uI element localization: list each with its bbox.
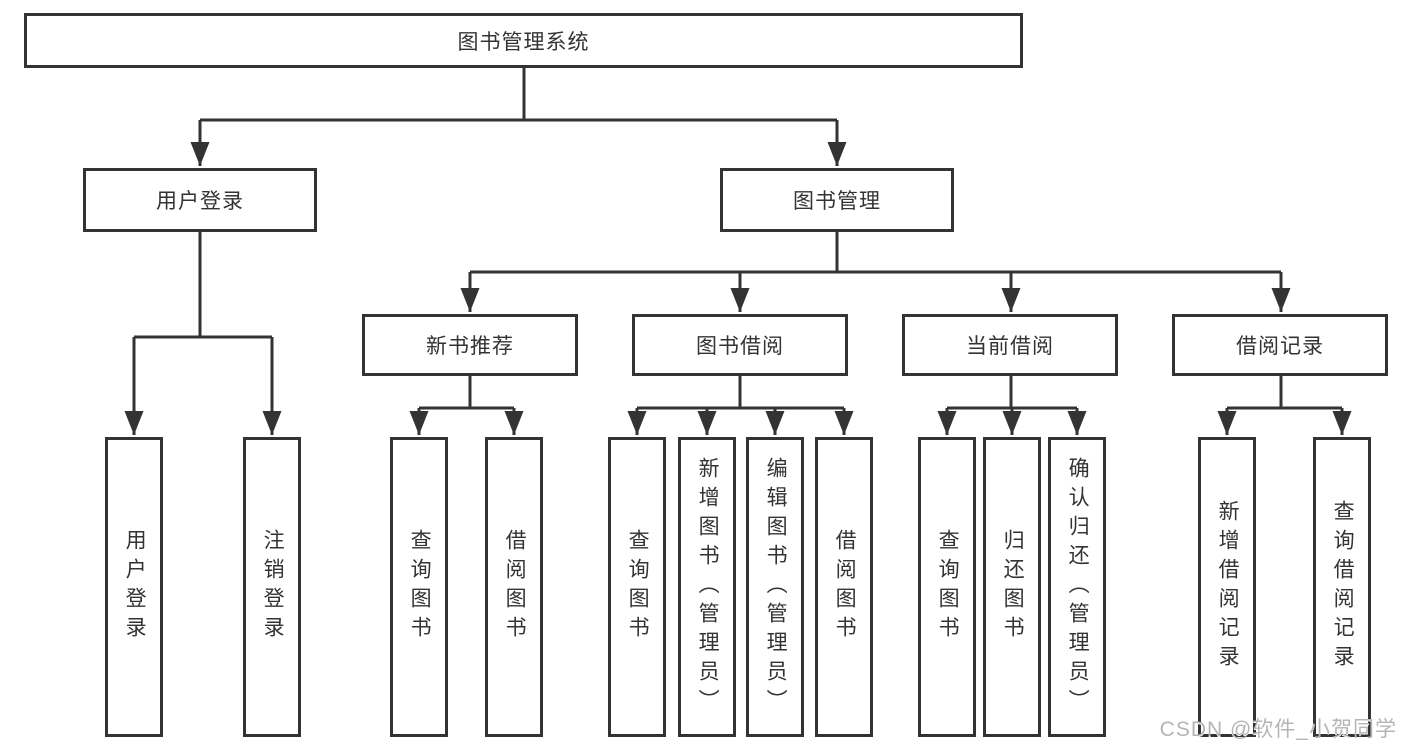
leaf-user-login: 用户登录 (105, 437, 163, 737)
leaf-logout: 注销登录 (243, 437, 301, 737)
leaf-confirm-return-admin-label: 确认归还（管理员） (1066, 456, 1090, 718)
node-user-login: 用户登录 (83, 168, 317, 232)
leaf-add-book-admin-label: 新增图书（管理员） (696, 456, 720, 718)
leaf-query-borrow-record-label: 查询借阅记录 (1331, 500, 1355, 674)
leaf-logout-label: 注销登录 (261, 529, 285, 645)
csdn-watermark: CSDN @软件_小贺同学 (1159, 718, 1397, 741)
leaf-add-borrow-record: 新增借阅记录 (1198, 437, 1256, 737)
leaf-add-book-admin: 新增图书（管理员） (678, 437, 736, 737)
node-current-borrowing: 当前借阅 (902, 314, 1118, 376)
leaf-add-borrow-record-label: 新增借阅记录 (1216, 500, 1240, 674)
leaf-user-login-label: 用户登录 (123, 529, 147, 645)
leaf-edit-book-admin-label: 编辑图书（管理员） (764, 456, 788, 718)
leaf-query-books-2-label: 查询图书 (626, 529, 650, 645)
leaf-query-books: 查询图书 (390, 437, 448, 737)
node-borrowing-records: 借阅记录 (1172, 314, 1388, 376)
leaf-return-book: 归还图书 (983, 437, 1041, 737)
leaf-query-borrow-record: 查询借阅记录 (1313, 437, 1371, 737)
node-library-management-system: 图书管理系统 (24, 13, 1023, 68)
leaf-borrow-books: 借阅图书 (485, 437, 543, 737)
leaf-edit-book-admin: 编辑图书（管理员） (746, 437, 804, 737)
node-book-borrowing: 图书借阅 (632, 314, 848, 376)
leaf-borrow-books-2-label: 借阅图书 (833, 529, 857, 645)
node-book-management: 图书管理 (720, 168, 954, 232)
leaf-query-books-2: 查询图书 (608, 437, 666, 737)
leaf-borrow-books-2: 借阅图书 (815, 437, 873, 737)
leaf-borrow-books-label: 借阅图书 (503, 529, 527, 645)
leaf-query-books-3-label: 查询图书 (936, 529, 960, 645)
node-new-book-recommendation: 新书推荐 (362, 314, 578, 376)
leaf-query-books-label: 查询图书 (408, 529, 432, 645)
leaf-return-book-label: 归还图书 (1001, 529, 1025, 645)
leaf-confirm-return-admin: 确认归还（管理员） (1048, 437, 1106, 737)
leaf-query-books-3: 查询图书 (918, 437, 976, 737)
